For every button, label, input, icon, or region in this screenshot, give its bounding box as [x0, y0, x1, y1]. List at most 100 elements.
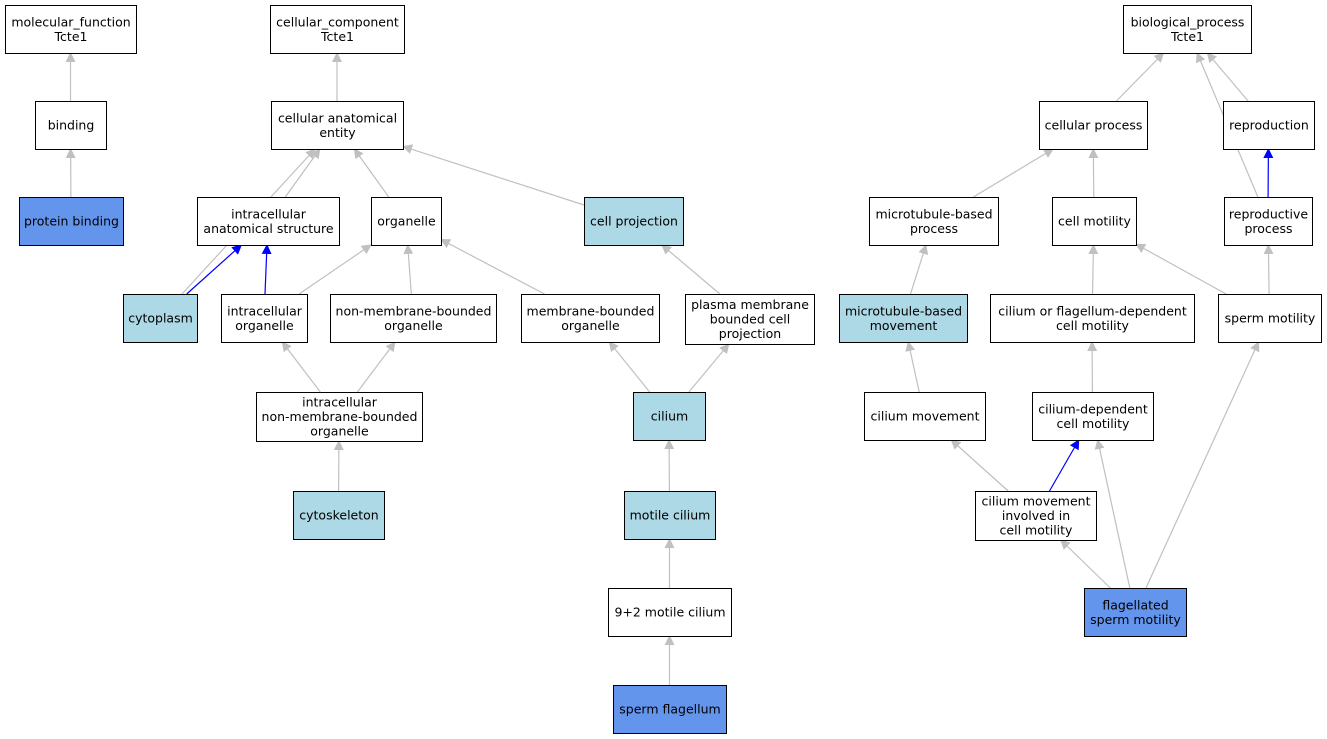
edge-inmbo-to-intra_org [281, 341, 321, 393]
node-label: projection [719, 326, 781, 341]
edge-pmbcp-to-cell_projection [661, 244, 721, 295]
node-label: involved in [1002, 508, 1070, 523]
edge-intra_org-to-organelle [298, 244, 372, 295]
node-box [197, 197, 340, 246]
node-box [371, 197, 442, 246]
node-label: microtubule-based [845, 303, 962, 318]
node-box [975, 491, 1097, 541]
node-label: membrane-bounded [527, 303, 655, 318]
node-label: flagellated [1102, 597, 1168, 612]
node-label: reproduction [1229, 118, 1309, 133]
node-label: cytoskeleton [299, 508, 378, 523]
node-box [869, 197, 999, 246]
node-label: cell motility [1000, 523, 1074, 538]
edge-cilium_movement-to-mtbm [905, 341, 920, 393]
node-inmbo[interactable]: intracellularnon-membrane-boundedorganel… [256, 392, 423, 442]
edge-cmicm-to-cilium_movement [950, 439, 1009, 492]
node-sperm-flagellum[interactable]: sperm flagellum [613, 685, 727, 734]
edge-fsm-to-sperm_motility [1145, 341, 1260, 589]
node-label: intracellular [231, 206, 307, 221]
edge-cmicm-to-cdcm [1048, 439, 1080, 492]
node-box [1032, 392, 1154, 441]
node-label: molecular_function [11, 14, 130, 29]
node-cellular-process[interactable]: cellular process [1039, 101, 1148, 150]
node-organelle[interactable]: organelle [371, 197, 442, 246]
node-label: cilium [651, 409, 688, 424]
node-box [330, 294, 497, 343]
node-cilium-movement[interactable]: cilium movement [864, 392, 986, 441]
node-label: process [910, 221, 958, 236]
node-box [624, 491, 716, 540]
node-binding[interactable]: binding [35, 101, 107, 150]
node-label: organelle [384, 318, 443, 333]
node-cytoskeleton[interactable]: cytoskeleton [293, 491, 385, 540]
edge-fsm-to-cdcm [1094, 439, 1131, 589]
node-label: Tcte1 [1170, 29, 1204, 44]
node-label: 9+2 motile cilium [614, 605, 725, 620]
node-sperm-motility[interactable]: sperm motility [1218, 294, 1322, 343]
edge-mtbm-to-mtbp [909, 244, 929, 295]
node-label: bounded cell [710, 312, 790, 327]
node-label: cilium or flagellum-dependent [998, 303, 1187, 318]
node-label: organelle [377, 214, 436, 229]
node-label: movement [870, 318, 938, 333]
node-label: intracellular [302, 395, 378, 410]
node-box [864, 392, 986, 441]
node-cell-motility[interactable]: cell motility [1052, 197, 1137, 246]
edge-inmbo-to-nmbo [356, 341, 396, 393]
node-label: non-membrane-bounded [262, 409, 418, 424]
node-box [35, 101, 107, 150]
edge-cilium-to-pmbcp [688, 343, 730, 393]
node-box [19, 197, 124, 246]
node-box [685, 294, 815, 345]
node-label: sperm motility [1225, 311, 1316, 326]
node-box [270, 5, 405, 54]
node-cytoplasm[interactable]: cytoplasm [123, 294, 198, 343]
node-box [1223, 101, 1315, 150]
node-label: motile cilium [630, 508, 711, 523]
node-motile-cilium[interactable]: motile cilium [624, 491, 716, 540]
node-label: plasma membrane [691, 297, 809, 312]
node-box [521, 294, 660, 343]
edge-mtbp-to-cellular_process [973, 148, 1054, 198]
node-label: cellular_component [276, 14, 399, 29]
node-label: Tcte1 [320, 29, 354, 44]
node-cell-projection[interactable]: cell projection [584, 197, 684, 246]
edge-cytoplasm-to-ias [186, 244, 243, 295]
edge-mbo-to-organelle [440, 238, 545, 295]
node-protein-binding[interactable]: protein binding [19, 197, 124, 246]
node-cilium[interactable]: cilium [633, 392, 706, 441]
edge-cilium-to-mbo [608, 341, 651, 393]
node-nine-two[interactable]: 9+2 motile cilium [608, 588, 732, 637]
edge-cell_projection-to-cae [402, 144, 585, 206]
node-label: cell motility [1058, 214, 1132, 229]
node-box [839, 294, 968, 343]
edge-sperm_motility-to-cell_motility [1135, 243, 1227, 295]
node-label: cell motility [1056, 318, 1130, 333]
node-label: organelle [235, 318, 294, 333]
node-label: non-membrane-bounded [336, 303, 492, 318]
node-box [256, 392, 423, 442]
node-box [5, 5, 137, 54]
node-label: sperm flagellum [619, 702, 720, 717]
node-box [1224, 197, 1313, 246]
edge-fsm-to-cmicm [1060, 539, 1111, 589]
node-reproduction[interactable]: reproduction [1223, 101, 1315, 150]
